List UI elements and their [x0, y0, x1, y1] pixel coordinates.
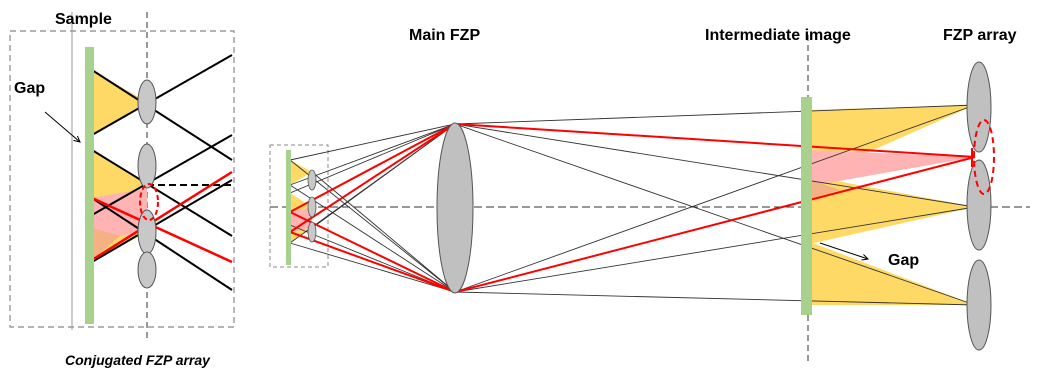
- ray-bundle: [289, 104, 976, 306]
- fzp-red-dashed-lens: [973, 119, 995, 195]
- inset-gap-arrow: [44, 111, 80, 142]
- inset-black-rays: [91, 54, 233, 291]
- main-fzp-lens: [436, 122, 474, 294]
- fzp-array-lenses: [966, 61, 992, 351]
- intermediate-image-label: Intermediate image: [705, 27, 851, 44]
- inset-gap-label: Gap: [14, 80, 45, 97]
- inset-sample: [85, 47, 94, 324]
- inset-overlap-pink: [92, 188, 147, 240]
- small-cone-1: [290, 160, 312, 185]
- inset-lens-array: [137, 79, 157, 289]
- fzp-array-label: FZP array: [943, 27, 1017, 44]
- inset-cone-1: [92, 70, 147, 135]
- image-overlap-pink: [805, 150, 975, 187]
- inset-overlap-orange: [92, 228, 120, 260]
- small-lens-array: [307, 169, 317, 243]
- inset-frame: [9, 30, 235, 328]
- conjugated-label: Conjugated FZP array: [65, 352, 211, 368]
- main-fzp-label: Main FZP: [409, 27, 480, 44]
- image-cone-mid: [805, 175, 975, 245]
- inset-red-dashed-lens: [139, 183, 159, 221]
- zoomed-inset: Sample Gap Conjugated FZP array: [9, 11, 235, 368]
- gap-arrow: [819, 242, 868, 259]
- sample-label: Sample: [55, 11, 112, 28]
- image-overlap-orange: [805, 178, 840, 200]
- main-diagram: Main FZP Intermediate image FZP array Ga…: [269, 27, 1030, 365]
- red-rays: [289, 123, 976, 293]
- small-sample: [286, 150, 291, 265]
- gap-label: Gap: [888, 252, 919, 269]
- small-cone-pink: [290, 207, 312, 232]
- intermediate-image-bar: [801, 97, 812, 315]
- image-cone-bottom: [805, 240, 975, 305]
- inset-red-rays: [91, 170, 233, 264]
